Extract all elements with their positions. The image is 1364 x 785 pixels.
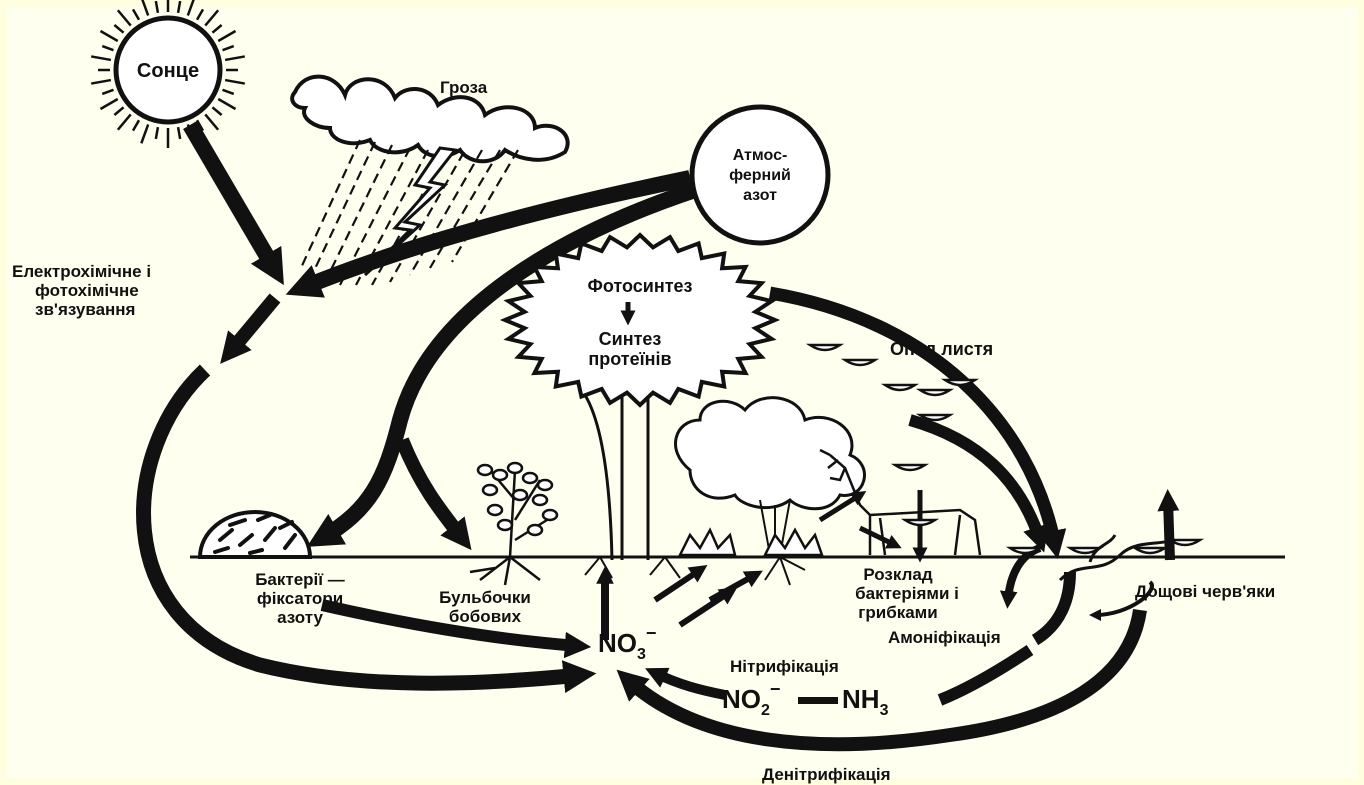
bacteria-label-1: Бактерії —	[255, 570, 345, 589]
arrow-icon	[937, 645, 1034, 706]
arrow-icon	[616, 608, 1147, 752]
arrow-icon	[908, 414, 1049, 553]
electrochemical-label-2: фотохімічне	[35, 281, 139, 300]
grass-icon	[677, 527, 824, 557]
tree-icon	[674, 396, 866, 556]
atmosphere-label-2: ферний	[729, 167, 791, 184]
deer-icon	[819, 448, 982, 556]
ammonia-label: NH3	[842, 684, 889, 719]
protein-label-2: протеїнів	[588, 349, 671, 369]
denitrification-label: Денітрифікація	[762, 765, 891, 784]
ammonification-label: Амоніфікація	[888, 628, 1001, 647]
leaf-litter-label: Опад листя	[890, 339, 993, 359]
protein-label-1: Синтез	[599, 329, 662, 349]
arrow-icon	[395, 437, 472, 551]
arrow-icon	[183, 120, 284, 286]
nodules-label-2: бобових	[449, 607, 522, 626]
arrow-icon	[858, 525, 902, 549]
storm-label: Гроза	[440, 78, 488, 97]
bacteria-label-2: фіксатори	[257, 589, 343, 608]
arrow-icon	[220, 293, 281, 364]
atmosphere-node	[689, 104, 831, 246]
legume-plant-icon	[469, 461, 559, 586]
arrow-icon	[645, 667, 726, 700]
decomposition-label-3: грибками	[858, 603, 937, 622]
arrow-icon	[136, 364, 597, 694]
sun-icon	[90, 0, 246, 148]
roots-icon	[584, 556, 806, 586]
nitrite-label: NO2−	[722, 679, 780, 719]
bacteria-label-3: азоту	[277, 608, 323, 627]
nitrate-label: NO3−	[598, 623, 656, 663]
arrow-icon	[1031, 571, 1076, 646]
photosynthesis-label: Фотосинтез	[588, 276, 693, 296]
conversion-bar	[798, 697, 838, 704]
storm-cloud-icon	[290, 74, 570, 164]
nitrification-label: Нітрифікація	[730, 657, 839, 676]
electrochemical-label-1: Електрохімічне і	[12, 262, 151, 281]
electrochemical-label-3: зв'язування	[35, 300, 135, 319]
arrow-icon	[653, 565, 763, 628]
arrow-icon	[1089, 580, 1154, 621]
earthworms-label: Дощові черв'яки	[1135, 582, 1275, 601]
arrow-icon	[285, 170, 692, 298]
earthworm-icon	[1058, 534, 1176, 582]
nodules-label-1: Бульбочки	[439, 588, 531, 607]
arrow-icon	[320, 599, 592, 659]
arrow-icon	[818, 491, 867, 523]
arrow-icon	[1157, 489, 1180, 561]
decomposition-label-2: бактеріями і	[855, 584, 959, 603]
arrow-icon	[306, 182, 698, 547]
tree-icon	[499, 232, 781, 408]
atmosphere-label-1: Атмос-	[733, 147, 788, 164]
decomposition-label-1: Розклад	[863, 565, 932, 584]
sun-label: Сонце	[137, 60, 199, 82]
bacteria-icon	[197, 510, 313, 559]
leaf-icon	[805, 343, 1205, 555]
atmosphere-label-3: азот	[743, 187, 777, 204]
